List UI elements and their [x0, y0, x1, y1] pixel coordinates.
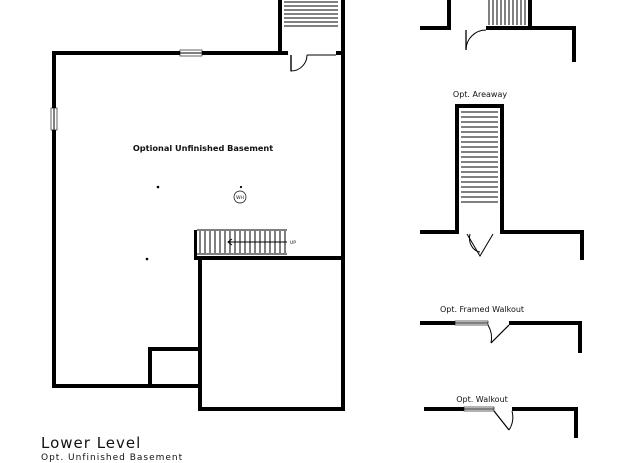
- areaway-right-wall: [500, 104, 504, 234]
- opt-top-door-swing: [465, 29, 487, 51]
- partition-vertical: [198, 256, 202, 411]
- stair-top-door-swing: [290, 54, 308, 72]
- water-heater-label: WH: [236, 195, 244, 201]
- basement-bottom-wall: [52, 384, 202, 388]
- areaway-left-wall: [455, 104, 459, 234]
- basement-left-wall-lower: [52, 130, 56, 388]
- basement-left-wall-upper: [52, 51, 56, 108]
- framed-walkout-door-swing: [487, 324, 492, 344]
- basement-top-wall-right: [336, 51, 345, 55]
- stair-top-right-wall: [341, 0, 345, 55]
- closet-left-wall: [148, 347, 152, 387]
- basement-top-wall-left: [52, 51, 180, 55]
- opt-top-wall-left: [420, 26, 450, 30]
- stair-up: [197, 229, 287, 255]
- opt-walkout-label: Opt. Walkout: [456, 395, 508, 404]
- areaway-right-return: [580, 230, 584, 260]
- top-stair-treads: [284, 1, 338, 27]
- option-walkout: Opt. Walkout: [424, 395, 578, 438]
- areaway-door-swing: [469, 233, 481, 253]
- areaway-door-icon: [466, 233, 494, 257]
- partition-horizontal: [197, 256, 345, 260]
- walkout-wall-left: [424, 407, 464, 411]
- opt-top-wall-right: [486, 26, 576, 30]
- opt-top-stair-right-wall: [528, 0, 532, 30]
- main-basement-plan: UP WH Optional Unfinished Basement: [50, 0, 345, 411]
- support-column: [145, 257, 149, 261]
- areaway-top-wall: [455, 104, 504, 108]
- water-heater-icon: [233, 190, 247, 204]
- basement-right-wall: [341, 51, 345, 411]
- areaway-stair-treads: [461, 111, 498, 203]
- plan-subtitle: Opt. Unfinished Basement: [41, 453, 184, 463]
- option-areaway: Opt. Areaway: [420, 90, 584, 260]
- support-column: [156, 185, 160, 189]
- opt-framed-walkout-label: Opt. Framed Walkout: [440, 305, 524, 314]
- stair-top-left-wall: [278, 0, 282, 55]
- stair-up-label: UP: [290, 240, 296, 246]
- opt-top-stair-treads: [488, 0, 526, 25]
- support-column: [239, 185, 243, 189]
- room-label: Optional Unfinished Basement: [133, 143, 273, 153]
- partition-bottom: [198, 407, 345, 411]
- areaway-bottom-wall-right: [500, 230, 584, 234]
- framed-walkout-right-return: [578, 321, 582, 353]
- framed-walkout-wall-right: [509, 321, 582, 325]
- opt-top-right-return: [572, 26, 576, 62]
- stair-arrow-icon: [227, 238, 233, 246]
- framed-walkout-wall-left: [420, 321, 455, 325]
- framed-walkout-door-leaf: [490, 324, 510, 344]
- opt-areaway-label: Opt. Areaway: [453, 90, 507, 99]
- opt-top-stair-left-wall: [447, 0, 451, 30]
- option-framed-walkout: Opt. Framed Walkout: [420, 305, 582, 353]
- option-top-partial: [420, 0, 576, 62]
- closet-top-wall: [148, 347, 200, 351]
- walkout-wall-right: [512, 407, 578, 411]
- walkout-right-return: [574, 407, 578, 438]
- walkout-door-swing: [508, 410, 514, 431]
- plan-title: Lower Level: [41, 434, 142, 452]
- basement-top-wall-mid: [202, 51, 288, 55]
- walkout-door-leaf: [493, 410, 510, 431]
- stair-up-left-post: [194, 230, 197, 260]
- areaway-bottom-wall-left: [420, 230, 459, 234]
